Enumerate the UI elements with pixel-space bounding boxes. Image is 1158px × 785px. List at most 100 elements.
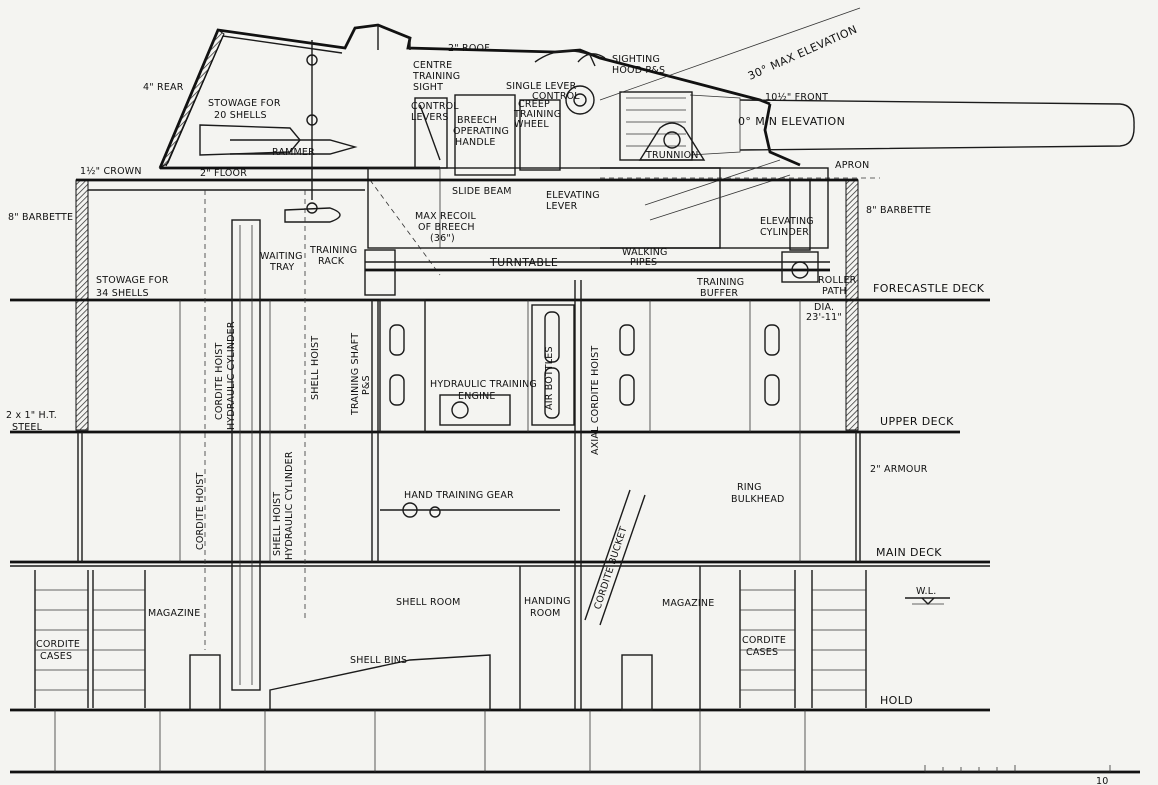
- lower-rooms: [34, 489, 867, 711]
- label-creep-training-wheel-1: CREEP: [518, 99, 550, 110]
- label-training-rack-1: TRAINING: [309, 245, 357, 256]
- label-creep-training-wheel-3: WHEEL: [514, 119, 549, 130]
- label-wl: W.L.: [916, 586, 936, 597]
- label-max-elevation: 30° MAX ELEVATION: [746, 23, 859, 83]
- label-cordite-cases-left-1: CORDITE: [36, 639, 80, 650]
- label-centre-training-sight-3: SIGHT: [413, 82, 443, 93]
- elevation-indicators: [599, 7, 880, 179]
- label-creep-training-wheel-2: TRAINING: [513, 109, 561, 120]
- label-cordite-bucket: CORDITE BUCKET: [592, 525, 629, 611]
- label-dia-1: DIA.: [814, 302, 834, 313]
- label-elevating-lever-2: LEVER: [546, 201, 578, 212]
- gun-house: [158, 23, 801, 170]
- label-rammer: RAMMER: [272, 147, 315, 158]
- label-min-elevation: 0° MIN ELEVATION: [738, 115, 845, 128]
- label-crown: 1½" CROWN: [80, 166, 142, 177]
- label-max-recoil-2: OF BREECH: [418, 222, 475, 233]
- label-roof: 2" ROOF: [448, 43, 490, 54]
- scale-bar: [924, 765, 1111, 773]
- label-sighting-hood-2: HOOD P&S: [612, 65, 665, 76]
- label-shell-bins: SHELL BINS: [350, 655, 407, 666]
- label-dia-2: 23'-11": [806, 312, 842, 323]
- label-air-bottles: AIR BOTTLES: [544, 346, 555, 410]
- decks: [10, 298, 1140, 774]
- label-training-buffer-1: TRAINING: [696, 277, 744, 288]
- label-walking-pipes-1: WALKING: [622, 247, 668, 258]
- trunk-structure: [77, 280, 861, 710]
- label-handing-room-2: ROOM: [530, 608, 561, 619]
- label-max-recoil-3: (36"): [430, 233, 455, 244]
- label-floor: 2" FLOOR: [200, 168, 247, 179]
- label-cordite-cases-right-2: CASES: [746, 647, 778, 658]
- label-upper-deck: UPPER DECK: [880, 415, 954, 428]
- label-single-lever-control-1: SINGLE LEVER: [506, 81, 577, 92]
- label-scale-end: 10: [1096, 776, 1109, 785]
- label-handing-room-1: HANDING: [524, 596, 571, 607]
- label-elevating-cylinder-2: CYLINDER: [760, 227, 809, 238]
- label-magazine-left: MAGAZINE: [148, 608, 200, 619]
- breech-machinery: [199, 85, 706, 223]
- label-single-lever-control-2: CONTROL: [532, 91, 580, 102]
- label-control-levers-1: CONTROL: [411, 101, 459, 112]
- label-shell-hoist-cyl-1: SHELL HOIST: [272, 492, 283, 556]
- label-roller-path-2: PATH: [822, 286, 847, 297]
- label-barbette-right: 8" BARBETTE: [866, 205, 931, 216]
- label-walking-pipes-2: PIPES: [630, 257, 657, 268]
- label-main-deck: MAIN DECK: [876, 546, 942, 559]
- label-cordite-hoist-cyl-2: HYDRAULIC CYLINDER: [226, 321, 237, 430]
- label-cordite-hoist-cyl-1: CORDITE HOIST: [214, 342, 225, 420]
- label-ht-steel-1: 2 x 1" H.T.: [6, 410, 57, 421]
- label-magazine-right: MAGAZINE: [662, 598, 714, 609]
- label-hydraulic-training-engine-2: ENGINE: [458, 391, 496, 402]
- label-waiting-tray-2: TRAY: [269, 262, 294, 273]
- label-stowage-20-2: 20 SHELLS: [214, 110, 267, 121]
- label-breech-handle-2: OPERATING: [453, 126, 509, 137]
- label-roller-path-1: ROLLER: [818, 275, 857, 286]
- label-waiting-tray-1: WAITING: [260, 251, 303, 262]
- label-breech-handle-3: HANDLE: [455, 137, 496, 148]
- label-breech-handle-1: BREECH: [457, 115, 497, 126]
- label-shell-room: SHELL ROOM: [396, 597, 461, 608]
- training-gear: [379, 299, 780, 518]
- label-apron: APRON: [835, 160, 869, 171]
- label-cordite-cases-right-1: CORDITE: [742, 635, 786, 646]
- label-hand-training-gear: HAND TRAINING GEAR: [404, 490, 514, 501]
- label-rear: 4" REAR: [143, 82, 184, 93]
- label-axial-cordite-hoist: AXIAL CORDITE HOIST: [590, 346, 601, 455]
- label-sighting-hood-1: SIGHTING: [612, 54, 660, 65]
- label-barbette-left: 8" BARBETTE: [8, 212, 73, 223]
- label-training-buffer-2: BUFFER: [700, 288, 738, 299]
- label-hydraulic-training-engine-1: HYDRAULIC TRAINING: [430, 379, 537, 390]
- label-max-recoil-1: MAX RECOIL: [415, 211, 477, 222]
- label-shell-hoist: SHELL HOIST: [310, 336, 321, 400]
- label-front: 10½" FRONT: [765, 92, 828, 103]
- labels: 2" ROOF 30° MAX ELEVATION 4" REAR CENTRE…: [6, 23, 1109, 785]
- label-cordite-cases-left-2: CASES: [40, 651, 72, 662]
- label-elevating-lever-1: ELEVATING: [546, 190, 600, 201]
- label-stowage-20-1: STOWAGE FOR: [208, 98, 281, 109]
- waterline-mark: [905, 597, 950, 605]
- turntable: [364, 249, 830, 296]
- label-stowage-34-2: 34 SHELLS: [96, 288, 149, 299]
- label-training-shaft-1: TRAINING SHAFT: [350, 333, 361, 416]
- label-ring-bulkhead-1: RING: [737, 482, 762, 493]
- barbette: [75, 178, 859, 431]
- hoists: [204, 40, 318, 691]
- label-training-rack-2: RACK: [318, 256, 345, 267]
- label-cordite-hoist: CORDITE HOIST: [195, 472, 206, 550]
- label-forecastle-deck: FORECASTLE DECK: [873, 282, 985, 295]
- label-hold: HOLD: [880, 694, 913, 707]
- label-armour: 2" ARMOUR: [870, 464, 928, 475]
- label-slide-beam: SLIDE BEAM: [452, 186, 512, 197]
- label-ht-steel-2: STEEL: [12, 422, 43, 433]
- label-shell-hoist-cyl-2: HYDRAULIC CYLINDER: [284, 451, 295, 560]
- label-ring-bulkhead-2: BULKHEAD: [731, 494, 785, 505]
- label-control-levers-2: LEVERS: [411, 112, 449, 123]
- label-turntable: TURNTABLE: [489, 256, 558, 269]
- hold-frames: [54, 710, 806, 772]
- label-training-shaft-2: P&S: [361, 375, 372, 395]
- label-centre-training-sight-2: TRAINING: [412, 71, 460, 82]
- label-trunnion: TRUNNION: [645, 150, 699, 161]
